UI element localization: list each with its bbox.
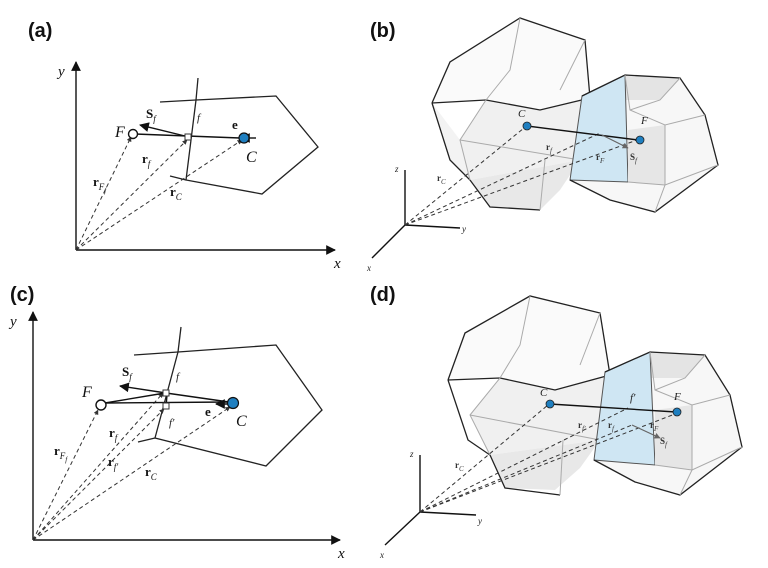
x-axis-label: x bbox=[333, 256, 341, 272]
r-f-label: rf bbox=[142, 151, 152, 169]
polyhedron-right bbox=[569, 74, 719, 213]
C-point bbox=[545, 399, 555, 409]
f-prime-label: f′ bbox=[169, 417, 175, 429]
r-C-vector bbox=[75, 139, 243, 251]
r-f-label: rf bbox=[546, 142, 553, 155]
S-f-vector bbox=[139, 122, 190, 138]
C-label: C bbox=[518, 108, 526, 120]
panel-d: (d) z y x bbox=[370, 284, 743, 560]
face-center-prime bbox=[162, 402, 170, 410]
r-fp-label: rf′ bbox=[578, 420, 586, 433]
r-fp-vector bbox=[419, 407, 629, 513]
f-label: f bbox=[176, 371, 181, 383]
r-C-label: rC bbox=[455, 460, 464, 473]
f-prime-label: f′ bbox=[630, 392, 636, 404]
face-center bbox=[162, 389, 170, 397]
F-label: F bbox=[673, 391, 681, 403]
panel-c: (c) y x F C f f′ Sf e rf rf′ rFf rC bbox=[8, 284, 345, 562]
r-fp-label: rf′ bbox=[108, 454, 119, 472]
F-label: F bbox=[640, 115, 648, 127]
r-f-vector bbox=[404, 132, 601, 226]
F-label: F bbox=[114, 124, 125, 141]
r-F-vector bbox=[404, 139, 638, 226]
r-F-label: rFf bbox=[54, 443, 68, 464]
r-F-vector bbox=[32, 409, 99, 541]
panel-d-label: (d) bbox=[370, 284, 396, 306]
e-label: e bbox=[232, 117, 238, 132]
e-label: e bbox=[205, 404, 211, 419]
r-C-label: rC bbox=[170, 184, 183, 202]
neighbor-edge bbox=[159, 99, 197, 103]
C-label: C bbox=[236, 413, 247, 430]
r-f-vector bbox=[32, 392, 164, 541]
cell-polygon bbox=[154, 344, 323, 467]
C-label: C bbox=[540, 387, 548, 399]
C-point bbox=[238, 132, 250, 144]
C-f-line bbox=[165, 392, 230, 403]
r-F-vector bbox=[419, 413, 676, 513]
F-f-line bbox=[104, 392, 166, 404]
r-fp-vector bbox=[32, 408, 165, 541]
panel-c-label: (c) bbox=[10, 284, 34, 306]
panel-b-label: (b) bbox=[370, 20, 396, 42]
polyhedron-right bbox=[593, 351, 743, 496]
neighbor-edge bbox=[133, 351, 179, 356]
F-point bbox=[95, 399, 107, 411]
r-f-vector bbox=[419, 424, 633, 513]
z-axis-label: z bbox=[394, 164, 399, 174]
C-point bbox=[522, 121, 532, 131]
neighbor-edge bbox=[195, 77, 199, 101]
r-f-vector bbox=[75, 139, 188, 251]
x-axis-label: x bbox=[337, 546, 345, 562]
face-center bbox=[184, 133, 192, 141]
F-label: F bbox=[81, 384, 92, 401]
r-C-vector bbox=[404, 127, 525, 226]
y-axis-label: y bbox=[8, 314, 17, 330]
C-label: C bbox=[246, 149, 257, 166]
r-F-label: rF bbox=[650, 420, 659, 433]
r-C-label: rC bbox=[437, 173, 446, 186]
F-point bbox=[127, 128, 139, 140]
S-f-label: Sf bbox=[660, 436, 668, 449]
r-f-label: rf bbox=[109, 425, 119, 443]
x-axis-label: x bbox=[379, 550, 384, 560]
panel-b: (b) bbox=[366, 17, 719, 273]
C-point bbox=[226, 396, 240, 410]
C-F-line bbox=[549, 403, 677, 413]
neighbor-edge bbox=[177, 326, 182, 353]
r-F-label: rFf bbox=[93, 174, 107, 195]
neighbor-edge bbox=[169, 175, 187, 181]
F-point bbox=[672, 407, 682, 417]
panel-a: (a) y x F C f Sf e rf rFf rC bbox=[28, 20, 341, 272]
f-label: f bbox=[197, 112, 202, 124]
cell-polygon bbox=[185, 95, 319, 195]
r-C-vector bbox=[32, 406, 231, 541]
F-point bbox=[635, 135, 645, 145]
S-f-vector bbox=[601, 134, 629, 149]
r-C-label: rC bbox=[145, 464, 158, 482]
S-f-label: Sf bbox=[630, 152, 638, 165]
S-f-label: Sf bbox=[146, 106, 157, 124]
y-axis-label: y bbox=[477, 516, 482, 526]
y-axis-line bbox=[404, 224, 461, 229]
x-axis-line bbox=[384, 511, 421, 546]
C-F-line bbox=[526, 125, 639, 141]
y-axis-line bbox=[419, 511, 477, 516]
panel-a-label: (a) bbox=[28, 20, 52, 42]
r-F-label: rF bbox=[596, 152, 605, 165]
S-f-vector bbox=[119, 382, 167, 394]
y-axis-label: y bbox=[56, 64, 65, 80]
S-f-label: Sf bbox=[122, 364, 133, 382]
polyhedron-left bbox=[447, 295, 611, 496]
z-axis-label: z bbox=[409, 449, 414, 459]
r-f-label: rf bbox=[608, 420, 615, 433]
x-axis-label: x bbox=[366, 263, 371, 273]
S-f-vector bbox=[631, 424, 661, 439]
x-axis-line bbox=[371, 224, 406, 259]
polyhedron-left bbox=[431, 17, 591, 211]
y-axis-label: y bbox=[461, 224, 466, 234]
neighbor-edge bbox=[137, 437, 156, 443]
